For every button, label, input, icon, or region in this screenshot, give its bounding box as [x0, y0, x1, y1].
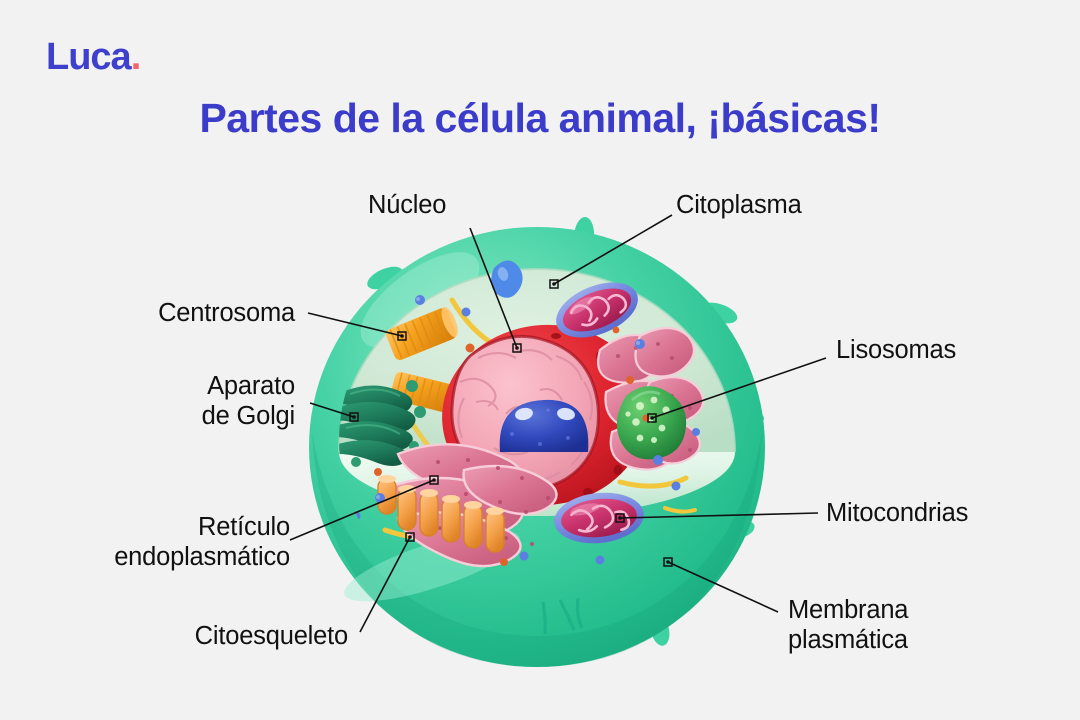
- brand-name: Luca: [46, 36, 132, 78]
- lysosome-granules: [625, 396, 670, 443]
- label-reticulo-endoplasmatico: Retículo endoplasmático: [114, 513, 290, 572]
- lysosome: [616, 386, 687, 460]
- label-citoesqueleto: Citoesqueleto: [194, 622, 349, 650]
- nucleolus-highlight-left: [515, 407, 533, 421]
- label-nucleo: Núcleo: [368, 191, 447, 219]
- leader-centrosoma: [307, 312, 403, 337]
- cytoplasm-rim: [338, 268, 736, 453]
- mitochondrion-upper: [556, 282, 638, 338]
- leader-lisosomas: [651, 357, 827, 419]
- label-mitocondrias: Mitocondrias: [826, 499, 969, 527]
- membrane-folds: [541, 597, 584, 635]
- leader-golgi: [309, 402, 355, 418]
- nucleus-cut-edge: [450, 334, 600, 492]
- free-ribosomes: [351, 295, 700, 566]
- leader-mitocondrias: [619, 512, 819, 519]
- leader-reticulo: [289, 479, 435, 541]
- vacuole-tubes: [377, 475, 505, 553]
- label-membrana-plasmatica: Membrana plasmática: [788, 596, 909, 655]
- leader-membrana: [667, 561, 779, 613]
- leader-lines: [289, 214, 827, 633]
- mitochondrion-lower: [554, 492, 644, 544]
- membrane-shadow: [312, 432, 762, 667]
- brand-dot: .: [130, 36, 142, 78]
- label-aparato-de-golgi: Aparato de Golgi: [201, 372, 296, 431]
- leader-nucleo: [469, 227, 518, 349]
- leader-endpoint-markers: [349, 279, 673, 567]
- label-citoplasma: Citoplasma: [676, 191, 802, 219]
- nucleolus-highlight-right: [557, 407, 575, 421]
- page-title: Partes de la célula animal, ¡básicas!: [199, 95, 881, 141]
- golgi-apparatus: [339, 375, 426, 467]
- vesicle-blue: [491, 260, 523, 298]
- label-lisosomas: Lisosomas: [836, 336, 957, 364]
- endoplasmic-reticulum-lower: [377, 443, 558, 568]
- leader-citoplasma: [553, 214, 673, 285]
- brand-logo: Luca.: [46, 36, 142, 78]
- leader-citoesqueleto: [359, 536, 411, 633]
- label-centrosoma: Centrosoma: [158, 299, 295, 327]
